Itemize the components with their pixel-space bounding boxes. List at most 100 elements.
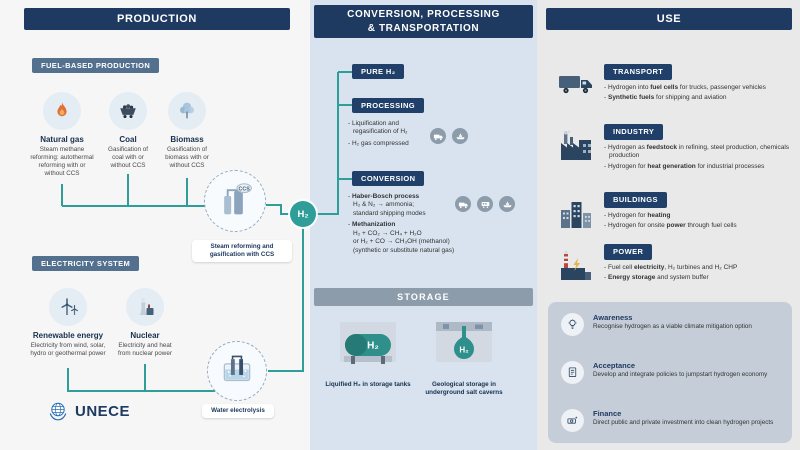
use-section-body: TRANSPORT Hydrogen into fuel cells for t… bbox=[604, 64, 794, 105]
item-name: Renewable energy bbox=[32, 331, 104, 340]
use-section-body: INDUSTRY Hydrogen as feedstock in refini… bbox=[604, 124, 794, 173]
cavern-h2-label: H₂ bbox=[459, 346, 469, 355]
use-bullet: Hydrogen for heating bbox=[604, 212, 794, 220]
use-section-body: POWER Fuel cell electricity, H₂ turbines… bbox=[604, 244, 794, 285]
un-emblem-icon bbox=[49, 402, 67, 421]
policy-desc: Direct public and private investment int… bbox=[593, 419, 774, 426]
storage-item-tank: H₂ Liquified H₂ in storage tanks bbox=[322, 314, 414, 389]
industry-badge: INDUSTRY bbox=[604, 124, 664, 140]
production-item-biomass: Biomass Gasification of biomass with or … bbox=[156, 92, 218, 170]
conversion-header-line2: & TRANSPORTATION bbox=[367, 22, 480, 34]
pure-h2-badge: PURE H₂ bbox=[352, 64, 405, 79]
h2-hub-node: H₂ bbox=[290, 201, 316, 227]
electrolysis-label: Water electrolysis bbox=[202, 404, 274, 419]
unece-logo: UNECE bbox=[46, 399, 130, 423]
use-bullet: Energy storage and system buffer bbox=[604, 274, 794, 282]
ccs-unit-icon: CCS bbox=[224, 183, 252, 215]
policy-item-text: Awareness Recognise hydrogen as a viable… bbox=[593, 313, 752, 331]
production-item-coal: Coal Gasification of coal with or withou… bbox=[102, 92, 154, 170]
item-desc: Electricity from wind, solar, hydro or g… bbox=[30, 342, 106, 358]
storage-label: Geological storage in underground salt c… bbox=[425, 381, 503, 397]
truck-icon bbox=[430, 128, 446, 144]
use-bullet: Fuel cell electricity, H₂ turbines and H… bbox=[604, 264, 794, 272]
unece-logo-text: UNECE bbox=[75, 402, 131, 420]
electrolysis-icon bbox=[223, 355, 251, 382]
wind-turbine-icon bbox=[49, 288, 87, 326]
policy-item-text: Acceptance Develop and integrate policie… bbox=[593, 361, 767, 379]
policy-desc: Recognise hydrogen as a viable climate m… bbox=[593, 323, 752, 330]
policy-item-acceptance: Acceptance Develop and integrate policie… bbox=[561, 361, 779, 384]
buildings-badge: BUILDINGS bbox=[604, 192, 667, 208]
storage-item-cavern: H₂ Geological storage in underground sal… bbox=[418, 314, 510, 397]
use-header: USE bbox=[546, 8, 792, 30]
use-section-body: BUILDINGS Hydrogen for heating Hydrogen … bbox=[604, 192, 794, 233]
truck-icon bbox=[455, 196, 471, 212]
ccs-node-label: Steam reforming and gasification with CC… bbox=[192, 240, 292, 263]
use-bullet: Hydrogen as feedstock in refining, steel… bbox=[604, 144, 794, 161]
use-bullet: Synthetic fuels for shipping and aviatio… bbox=[604, 94, 794, 102]
item-desc: Steam methane reforming: autothermal ref… bbox=[30, 146, 94, 178]
use-section-industry: INDUSTRY Hydrogen as feedstock in refini… bbox=[556, 124, 794, 173]
policy-title: Awareness bbox=[593, 313, 633, 322]
item-name: Natural gas bbox=[40, 135, 84, 144]
policy-desc: Develop and integrate policies to jumpst… bbox=[593, 371, 768, 378]
ccs-unit-node: CCS bbox=[204, 170, 266, 232]
use-section-power: POWER Fuel cell electricity, H₂ turbines… bbox=[556, 244, 794, 285]
nuclear-plant-icon bbox=[126, 288, 164, 326]
lightbulb-icon bbox=[561, 313, 584, 336]
use-bullet: Hydrogen into fuel cells for trucks, pas… bbox=[604, 84, 794, 92]
policy-item-text: Finance Direct public and private invest… bbox=[593, 409, 773, 427]
factory-icon bbox=[556, 130, 596, 173]
flame-icon bbox=[43, 92, 81, 130]
policy-title: Finance bbox=[593, 409, 622, 418]
ccs-tag: CCS bbox=[239, 186, 251, 192]
item-name: Nuclear bbox=[130, 331, 160, 340]
train-icon bbox=[477, 196, 493, 212]
policy-item-finance: Finance Direct public and private invest… bbox=[561, 409, 779, 432]
power-badge: POWER bbox=[604, 244, 653, 260]
processing-badge: PROCESSING bbox=[352, 98, 425, 113]
policy-document-icon bbox=[561, 361, 584, 384]
item-desc: Electricity and heat from nuclear power bbox=[118, 342, 172, 358]
ship-icon bbox=[499, 196, 515, 212]
truck-icon bbox=[556, 70, 596, 105]
conversion-header: CONVERSION, PROCESSING & TRANSPORTATION bbox=[314, 5, 533, 38]
buildings-icon bbox=[556, 198, 596, 233]
policy-box: Awareness Recognise hydrogen as a viable… bbox=[548, 302, 792, 443]
conversion-transport-icons bbox=[455, 196, 515, 212]
processing-transport-icons bbox=[430, 128, 468, 144]
storage-tank-icon: H₂ bbox=[340, 322, 396, 364]
salt-cavern-icon: H₂ bbox=[436, 322, 492, 362]
power-plant-icon bbox=[556, 250, 596, 285]
tank-h2-label: H₂ bbox=[367, 341, 379, 352]
electrolysis-node bbox=[207, 341, 267, 401]
ship-icon bbox=[452, 128, 468, 144]
policy-title: Acceptance bbox=[593, 361, 636, 370]
storage-label: Liquified H₂ in storage tanks bbox=[325, 381, 411, 388]
item-name: Biomass bbox=[170, 135, 204, 144]
coal-cart-icon bbox=[109, 92, 147, 130]
item-desc: Gasification of biomass with or without … bbox=[165, 146, 209, 170]
policy-item-awareness: Awareness Recognise hydrogen as a viable… bbox=[561, 313, 779, 336]
item-desc: Gasification of coal with or without CCS bbox=[108, 146, 148, 170]
production-item-renewable: Renewable energy Electricity from wind, … bbox=[28, 288, 108, 358]
processing-bullets: Liquification and regasification of H₂ H… bbox=[348, 120, 428, 151]
use-section-transport: TRANSPORT Hydrogen into fuel cells for t… bbox=[556, 64, 794, 105]
tree-icon bbox=[168, 92, 206, 130]
conversion-badge: CONVERSION bbox=[352, 171, 425, 186]
item-name: Coal bbox=[119, 135, 137, 144]
production-item-nuclear: Nuclear Electricity and heat from nuclea… bbox=[112, 288, 178, 358]
investment-icon bbox=[561, 409, 584, 432]
fuel-based-production-badge: FUEL-BASED PRODUCTION bbox=[32, 58, 160, 73]
processing-bullet: Liquification and regasification of H₂ bbox=[348, 120, 428, 137]
use-section-buildings: BUILDINGS Hydrogen for heating Hydrogen … bbox=[556, 192, 794, 233]
electricity-system-badge: ELECTRICITY SYSTEM bbox=[32, 256, 140, 271]
storage-header: STORAGE bbox=[314, 288, 533, 306]
use-bullet: Hydrogen for onsite power through fuel c… bbox=[604, 222, 794, 230]
transport-badge: TRANSPORT bbox=[604, 64, 673, 80]
